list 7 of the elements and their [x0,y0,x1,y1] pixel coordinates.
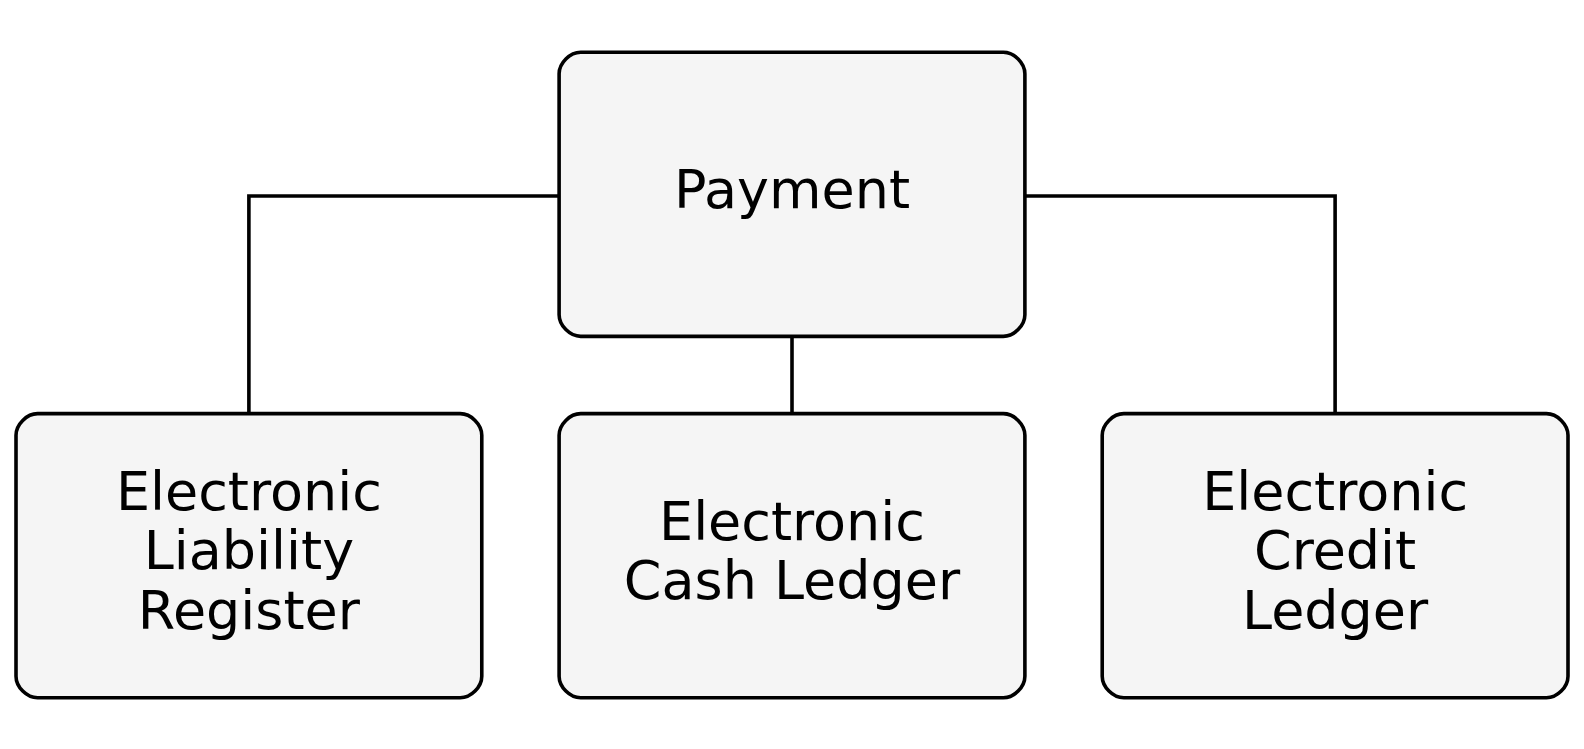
connector [790,336,794,413]
connector [1025,193,1337,414]
node-box: Electronic Liability Register [14,411,484,700]
node-box: Electronic Credit Ledger [1100,411,1570,700]
node-box: Electronic Cash Ledger [557,411,1027,700]
connector [247,193,559,414]
node-box: Payment [557,49,1027,338]
